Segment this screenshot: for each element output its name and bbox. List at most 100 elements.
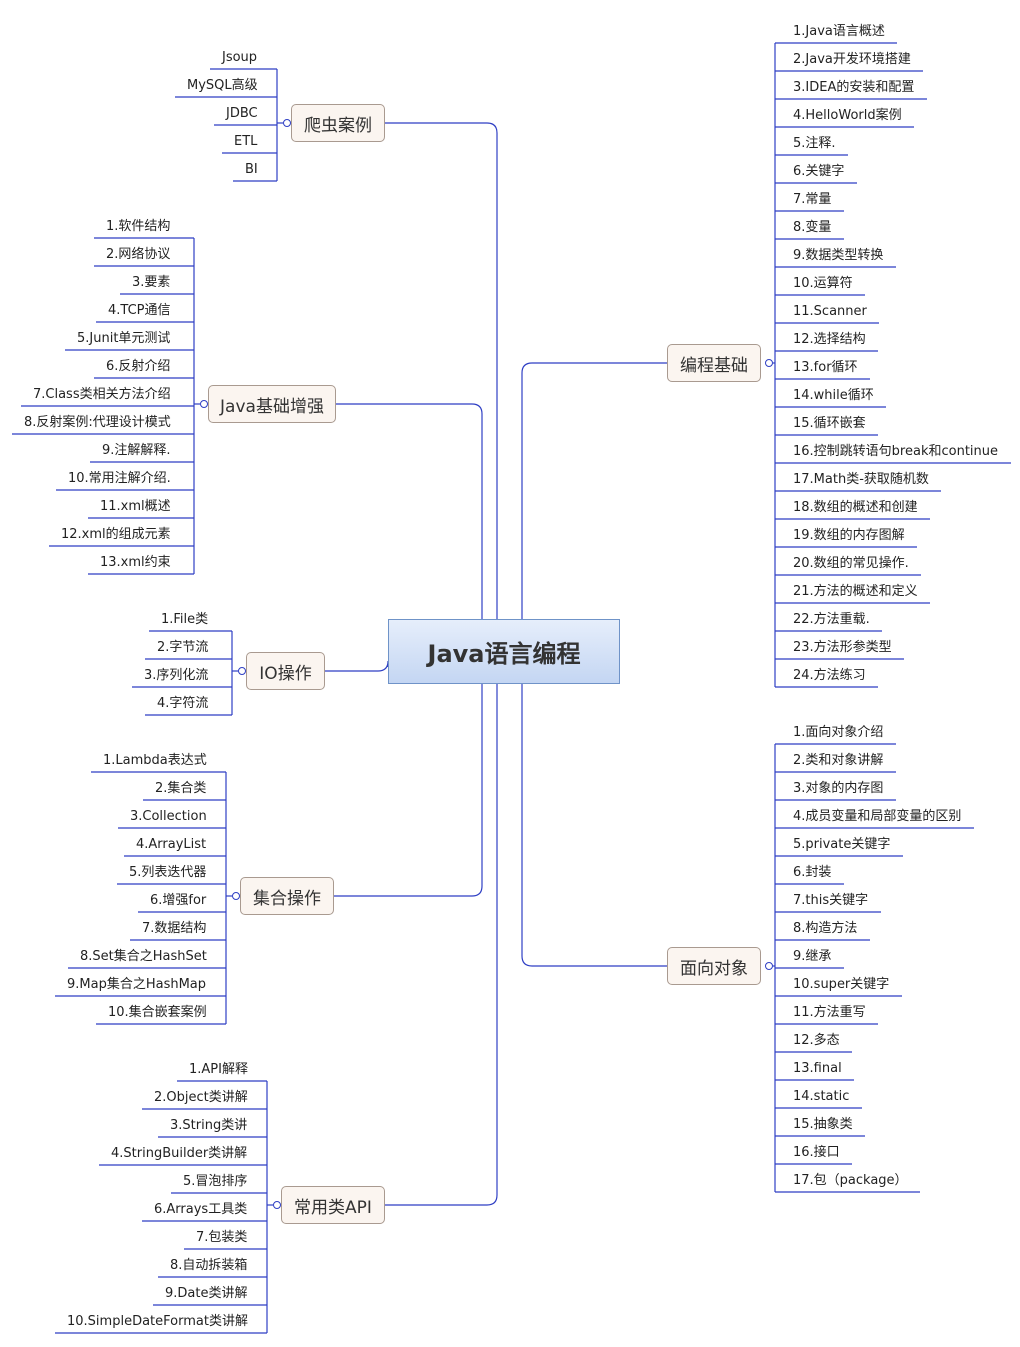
- collapse-toggle-icon[interactable]: [273, 1201, 281, 1209]
- leaf-basics-6[interactable]: 6.关键字: [793, 164, 845, 179]
- leaf-oop-13[interactable]: 13.final: [793, 1061, 842, 1076]
- leaf-oop-17[interactable]: 17.包（package）: [793, 1173, 908, 1188]
- leaf-oop-1[interactable]: 1.面向对象介绍: [793, 725, 884, 740]
- branch-oop[interactable]: 面向对象: [667, 947, 761, 985]
- leaf-oop-8[interactable]: 8.构造方法: [793, 921, 858, 936]
- leaf-crawler-4[interactable]: ETL: [234, 134, 258, 149]
- branch-io[interactable]: IO操作: [246, 652, 325, 690]
- leaf-api-9[interactable]: 9.Date类讲解: [165, 1286, 248, 1301]
- leaf-api-2[interactable]: 2.Object类讲解: [154, 1090, 248, 1105]
- collapse-toggle-icon[interactable]: [283, 119, 291, 127]
- leaf-java-enhance-10[interactable]: 10.常用注解介绍.: [68, 471, 171, 486]
- leaf-basics-1[interactable]: 1.Java语言概述: [793, 24, 885, 39]
- collapse-toggle-icon[interactable]: [765, 962, 773, 970]
- leaf-basics-17[interactable]: 17.Math类-获取随机数: [793, 472, 929, 487]
- leaf-basics-8[interactable]: 8.变量: [793, 220, 832, 235]
- leaf-java-enhance-4[interactable]: 4.TCP通信: [108, 303, 171, 318]
- leaf-java-enhance-12[interactable]: 12.xml的组成元素: [61, 527, 171, 542]
- branch-collections[interactable]: 集合操作: [240, 877, 334, 915]
- leaf-basics-15[interactable]: 15.循环嵌套: [793, 416, 866, 431]
- leaf-collections-5[interactable]: 5.列表迭代器: [129, 865, 207, 880]
- leaf-basics-24[interactable]: 24.方法练习: [793, 668, 866, 683]
- leaf-collections-1[interactable]: 1.Lambda表达式: [103, 753, 207, 768]
- leaf-java-enhance-8[interactable]: 8.反射案例:代理设计模式: [24, 415, 171, 430]
- leaf-oop-2[interactable]: 2.类和对象讲解: [793, 753, 884, 768]
- leaf-basics-9[interactable]: 9.数据类型转换: [793, 248, 884, 263]
- leaf-oop-10[interactable]: 10.super关键字: [793, 977, 890, 992]
- leaf-crawler-2[interactable]: MySQL高级: [187, 78, 258, 93]
- leaf-collections-10[interactable]: 10.集合嵌套案例: [108, 1005, 207, 1020]
- branch-java-enhance[interactable]: Java基础增强: [208, 385, 336, 423]
- leaf-java-enhance-13[interactable]: 13.xml约束: [100, 555, 171, 570]
- leaf-basics-2[interactable]: 2.Java开发环境搭建: [793, 52, 911, 67]
- leaf-oop-9[interactable]: 9.继承: [793, 949, 832, 964]
- leaf-api-10[interactable]: 10.SimpleDateFormat类讲解: [67, 1314, 248, 1329]
- leaf-collections-2[interactable]: 2.集合类: [155, 781, 207, 796]
- leaf-basics-5[interactable]: 5.注释.: [793, 136, 836, 151]
- leaf-java-enhance-5[interactable]: 5.Junit单元测试: [77, 331, 171, 346]
- leaf-oop-14[interactable]: 14.static: [793, 1089, 850, 1104]
- leaf-collections-9[interactable]: 9.Map集合之HashMap: [67, 977, 207, 992]
- leaf-java-enhance-7[interactable]: 7.Class类相关方法介绍: [33, 387, 171, 402]
- leaf-basics-21[interactable]: 21.方法的概述和定义: [793, 584, 918, 599]
- leaf-io-3[interactable]: 3.序列化流: [144, 668, 209, 683]
- leaf-collections-3[interactable]: 3.Collection: [130, 809, 207, 824]
- leaf-basics-22[interactable]: 22.方法重载.: [793, 612, 870, 627]
- collapse-toggle-icon[interactable]: [200, 400, 208, 408]
- leaf-crawler-3[interactable]: JDBC: [226, 106, 258, 121]
- leaf-io-2[interactable]: 2.字节流: [157, 640, 209, 655]
- branch-basics[interactable]: 编程基础: [667, 344, 761, 382]
- leaf-collections-4[interactable]: 4.ArrayList: [136, 837, 207, 852]
- leaf-basics-3[interactable]: 3.IDEA的安装和配置: [793, 80, 915, 95]
- leaf-oop-5[interactable]: 5.private关键字: [793, 837, 891, 852]
- leaf-collections-7[interactable]: 7.数据结构: [142, 921, 207, 936]
- leaf-oop-12[interactable]: 12.多态: [793, 1033, 840, 1048]
- leaf-oop-16[interactable]: 16.接口: [793, 1145, 840, 1160]
- leaf-api-6[interactable]: 6.Arrays工具类: [154, 1202, 248, 1217]
- leaf-io-4[interactable]: 4.字符流: [157, 696, 209, 711]
- leaf-oop-7[interactable]: 7.this关键字: [793, 893, 869, 908]
- leaf-basics-4[interactable]: 4.HelloWorld案例: [793, 108, 902, 123]
- leaf-oop-15[interactable]: 15.抽象类: [793, 1117, 853, 1132]
- root-node[interactable]: Java语言编程: [388, 619, 620, 684]
- collapse-toggle-icon[interactable]: [238, 667, 246, 675]
- leaf-crawler-5[interactable]: BI: [245, 162, 258, 177]
- branch-api[interactable]: 常用类API: [281, 1186, 385, 1224]
- leaf-api-3[interactable]: 3.String类讲: [170, 1118, 248, 1133]
- branch-crawler[interactable]: 爬虫案例: [291, 104, 385, 142]
- leaf-basics-20[interactable]: 20.数组的常见操作.: [793, 556, 909, 571]
- leaf-basics-11[interactable]: 11.Scanner: [793, 304, 867, 319]
- leaf-oop-11[interactable]: 11.方法重写: [793, 1005, 866, 1020]
- leaf-crawler-1[interactable]: Jsoup: [222, 50, 258, 65]
- leaf-basics-14[interactable]: 14.while循环: [793, 388, 874, 403]
- leaf-basics-16[interactable]: 16.控制跳转语句break和continue: [793, 444, 999, 459]
- leaf-api-4[interactable]: 4.StringBuilder类讲解: [111, 1146, 248, 1161]
- leaf-collections-8[interactable]: 8.Set集合之HashSet: [80, 949, 207, 964]
- leaf-oop-3[interactable]: 3.对象的内存图: [793, 781, 884, 796]
- leaf-java-enhance-11[interactable]: 11.xml概述: [100, 499, 171, 514]
- leaf-basics-13[interactable]: 13.for循环: [793, 360, 858, 375]
- leaf-java-enhance-9[interactable]: 9.注解解释.: [102, 443, 171, 458]
- leaf-basics-18[interactable]: 18.数组的概述和创建: [793, 500, 918, 515]
- leaf-oop-4[interactable]: 4.成员变量和局部变量的区别: [793, 809, 962, 824]
- collapse-toggle-icon[interactable]: [765, 359, 773, 367]
- leaf-api-7[interactable]: 7.包装类: [196, 1230, 248, 1245]
- leaf-api-5[interactable]: 5.冒泡排序: [183, 1174, 248, 1189]
- leaf-basics-10[interactable]: 10.运算符: [793, 276, 853, 291]
- leaf-io-1[interactable]: 1.File类: [161, 612, 209, 627]
- leaf-java-enhance-2[interactable]: 2.网络协议: [106, 247, 171, 262]
- collapse-toggle-icon[interactable]: [232, 892, 240, 900]
- leaf-basics-12[interactable]: 12.选择结构: [793, 332, 866, 347]
- leaf-basics-19[interactable]: 19.数组的内存图解: [793, 528, 905, 543]
- leaf-basics-7[interactable]: 7.常量: [793, 192, 832, 207]
- leaf-basics-23[interactable]: 23.方法形参类型: [793, 640, 892, 655]
- leaf-api-8[interactable]: 8.自动拆装箱: [170, 1258, 248, 1273]
- leaf-java-enhance-3[interactable]: 3.要素: [132, 275, 171, 290]
- leaf-api-1[interactable]: 1.API解释: [189, 1062, 248, 1077]
- leaf-java-enhance-1[interactable]: 1.软件结构: [106, 219, 171, 234]
- leaf-collections-6[interactable]: 6.增强for: [150, 893, 207, 908]
- leaf-java-enhance-6[interactable]: 6.反射介绍: [106, 359, 171, 374]
- leaf-oop-6[interactable]: 6.封装: [793, 865, 832, 880]
